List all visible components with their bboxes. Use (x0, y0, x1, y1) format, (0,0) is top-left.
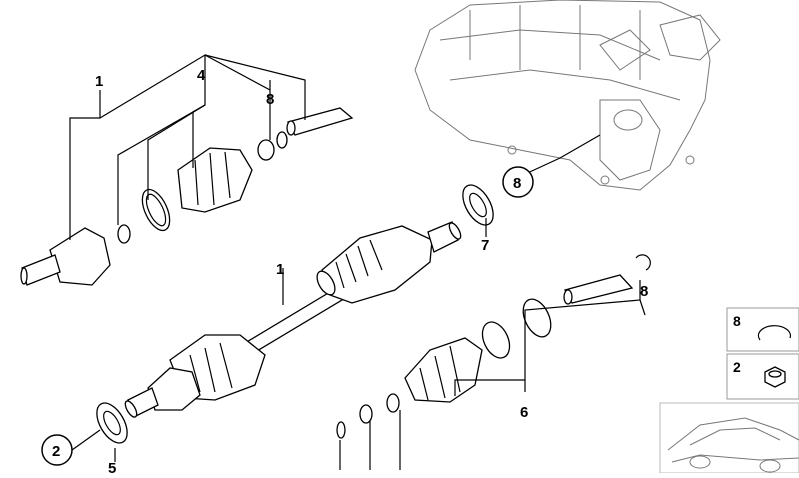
callout-1: 1 (276, 261, 284, 278)
grease-tube-right (564, 274, 634, 304)
callout-4: 4 (197, 67, 206, 84)
legend-8-label: 8 (733, 313, 741, 329)
legend: 8 2 (726, 307, 799, 400)
callout-8c: 8 (640, 283, 648, 300)
callouts: 1 4 8 1 7 8 6 5 8 2 (41, 67, 648, 477)
circlip-left (117, 224, 131, 244)
seal-ring-lower (96, 402, 128, 444)
callout-8a: 8 (266, 91, 274, 108)
leader-lines (69, 53, 646, 470)
seal-ring (462, 184, 494, 226)
legend-2-label: 2 (733, 359, 741, 375)
clamp-ring-left (141, 188, 171, 232)
outer-joint-kit (20, 107, 354, 286)
inner-joint-kit (336, 254, 651, 439)
car-silhouette-icon (659, 402, 799, 474)
circlip-right (635, 254, 651, 271)
legend-nut-icon (764, 366, 786, 388)
callout-7: 7 (481, 237, 489, 254)
callout-2: 2 (52, 443, 60, 460)
grease-tube-left (287, 107, 354, 136)
callout-5: 5 (108, 460, 116, 473)
callout-8b: 8 (513, 175, 521, 192)
small-clamp-left (257, 139, 275, 161)
circlip-top (276, 131, 288, 149)
drive-shaft (124, 221, 462, 418)
legend-circlip-icon (757, 325, 792, 341)
boot-left (177, 147, 253, 213)
callout-3: 1 (95, 73, 103, 90)
gearbox-housing (414, 0, 721, 191)
callout-6: 6 (520, 404, 528, 421)
